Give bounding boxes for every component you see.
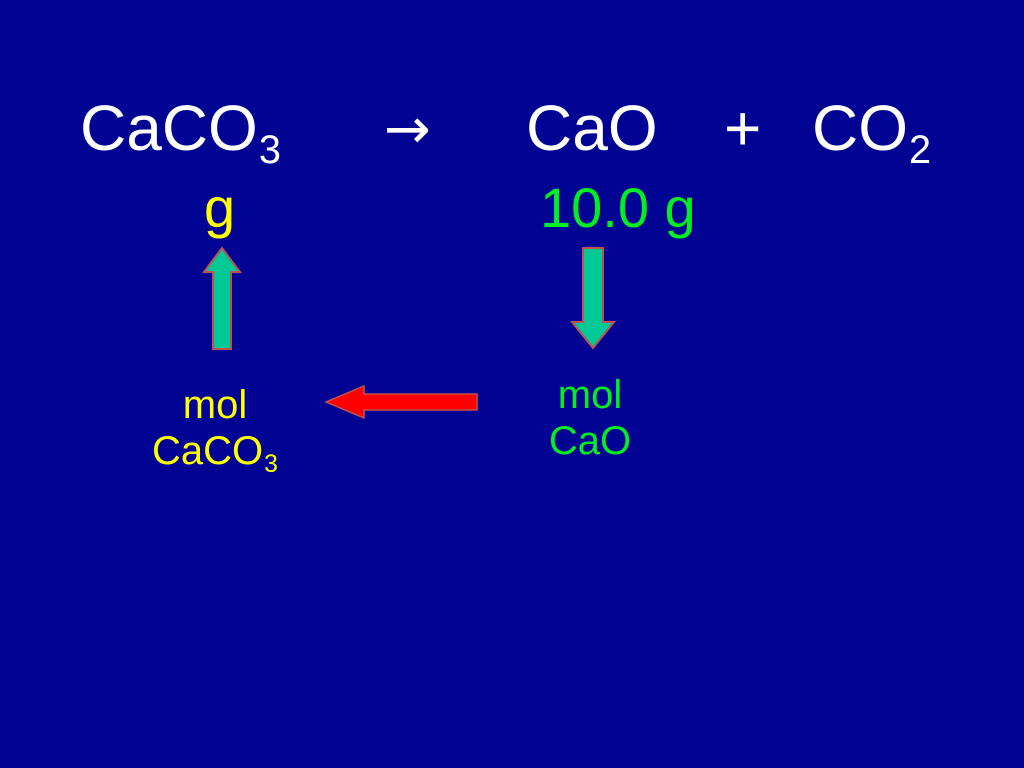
product-mol-formula: CaO	[548, 419, 632, 463]
reaction-arrow: →	[384, 97, 431, 162]
product-mol-unit: mol	[557, 373, 623, 417]
reactant-mol-formula: CaCO3	[152, 429, 278, 478]
product-mass: 10.0 g	[540, 176, 696, 239]
product2-formula-main: CO	[812, 92, 908, 164]
reactant-formula: CaCO3	[80, 96, 281, 170]
product2-formula-subscript: 2	[909, 127, 932, 172]
reactant-formula-subscript: 3	[258, 127, 281, 172]
product1-formula: CaO	[526, 92, 658, 164]
product2-formula: CO2	[812, 96, 931, 170]
reactant-mol-unit: mol	[182, 383, 248, 427]
reactant-mass: g	[204, 176, 236, 239]
up-arrow-icon	[202, 246, 242, 350]
reactant-formula-main: CaCO	[80, 92, 258, 164]
product-mol-label: mol CaO	[495, 372, 685, 464]
down-arrow-icon	[569, 247, 617, 350]
plus-sign: +	[724, 92, 762, 164]
left-arrow-icon	[324, 384, 478, 420]
reactant-mol-label: mol CaCO3	[120, 382, 310, 480]
